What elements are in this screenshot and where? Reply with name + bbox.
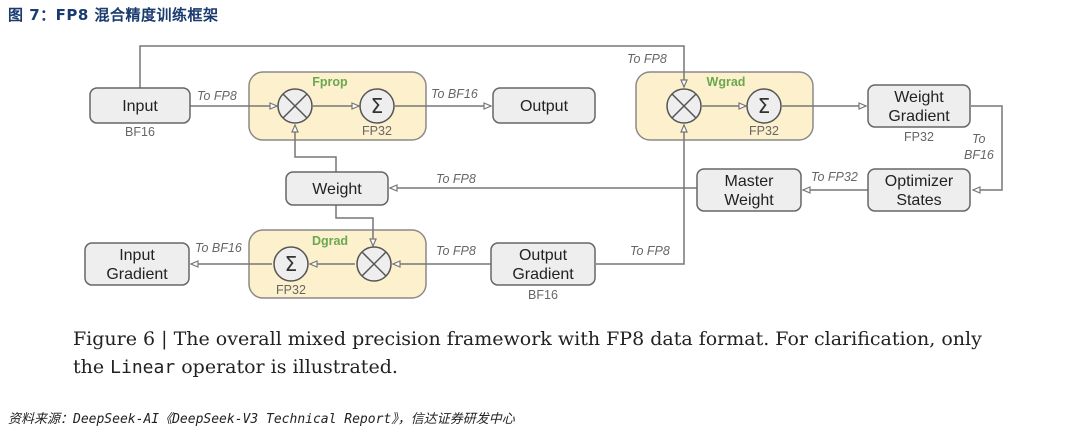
svg-text:Σ: Σ xyxy=(285,252,298,276)
wire-weight-dgrad xyxy=(335,204,373,246)
weight-gradient-precision: FP32 xyxy=(904,130,934,144)
wgrad-sum-op: Σ xyxy=(746,88,782,124)
wgrad-multiply-op xyxy=(666,88,702,124)
fprop-acc-precision: FP32 xyxy=(362,124,392,138)
fprop-multiply-op xyxy=(277,88,313,124)
figure-title: 图 7：FP8 混合精度训练框架 xyxy=(8,6,219,24)
conv-wgrad-optimizer-1: To xyxy=(972,132,985,146)
svg-text:Gradient: Gradient xyxy=(512,266,574,283)
input-precision: BF16 xyxy=(125,125,155,139)
conv-wgrad-optimizer-2: BF16 xyxy=(964,148,994,162)
wire-outgrad-wgrad xyxy=(596,125,684,265)
conv-master-weight: To FP8 xyxy=(436,172,476,186)
fprop-label: Fprop xyxy=(312,75,348,89)
caption-line1: Figure 6 | The overall mixed precision f… xyxy=(73,328,982,350)
fprop-sum-op: Σ xyxy=(359,88,395,124)
conv-outgrad-wgrad: To FP8 xyxy=(630,244,670,258)
wire-weightgrad-optimizer xyxy=(971,105,1003,190)
output-gradient-precision: BF16 xyxy=(528,288,558,302)
caption-code: Linear xyxy=(110,357,176,378)
svg-text:Input: Input xyxy=(119,247,155,264)
svg-text:Output: Output xyxy=(520,98,569,115)
wire-input-wgrad xyxy=(139,45,684,88)
svg-text:Optimizer: Optimizer xyxy=(885,173,954,190)
svg-text:Σ: Σ xyxy=(371,94,384,118)
input-box: Input xyxy=(89,87,191,124)
source-note: 资料来源：DeepSeek-AI《DeepSeek-V3 Technical R… xyxy=(8,412,515,427)
weight-gradient-box: Weight Gradient xyxy=(867,84,971,128)
caption-line2-post: operator is illustrated. xyxy=(175,356,398,378)
weight-box: Weight xyxy=(285,171,389,206)
svg-text:States: States xyxy=(896,192,941,209)
master-weight-box: Master Weight xyxy=(696,168,802,212)
output-box: Output xyxy=(492,87,596,124)
svg-text:Weight: Weight xyxy=(894,89,944,106)
svg-text:Σ: Σ xyxy=(758,94,771,118)
mixed-precision-diagram: Fprop Wgrad Dgrad xyxy=(84,45,1003,302)
connections xyxy=(139,45,1003,265)
caption-line2-pre: the xyxy=(73,356,111,378)
dgrad-label: Dgrad xyxy=(312,234,348,248)
conv-dgrad-inputgrad: To BF16 xyxy=(195,241,242,255)
figure-caption: Figure 6 | The overall mixed precision f… xyxy=(73,325,1053,382)
svg-text:Gradient: Gradient xyxy=(106,266,168,283)
conv-input-fprop: To FP8 xyxy=(197,89,237,103)
conv-input-wgrad: To FP8 xyxy=(627,52,667,66)
dgrad-acc-precision: FP32 xyxy=(276,283,306,297)
optimizer-states-box: Optimizer States xyxy=(867,168,971,212)
svg-text:Input: Input xyxy=(122,98,158,115)
svg-text:Output: Output xyxy=(519,247,568,264)
conv-outgrad-dgrad: To FP8 xyxy=(436,244,476,258)
wgrad-acc-precision: FP32 xyxy=(749,124,779,138)
conv-fprop-output: To BF16 xyxy=(431,87,478,101)
wgrad-label: Wgrad xyxy=(707,75,746,89)
svg-text:Weight: Weight xyxy=(724,192,774,209)
dgrad-multiply-op xyxy=(356,246,392,282)
svg-text:Master: Master xyxy=(725,173,775,190)
output-gradient-box: Output Gradient xyxy=(490,242,596,286)
svg-text:Weight: Weight xyxy=(312,181,362,198)
conv-optimizer-master: To FP32 xyxy=(811,170,858,184)
svg-text:Gradient: Gradient xyxy=(888,108,950,125)
dgrad-sum-op: Σ xyxy=(273,246,309,282)
wire-weight-fprop xyxy=(295,125,337,172)
input-gradient-box: Input Gradient xyxy=(84,242,190,286)
